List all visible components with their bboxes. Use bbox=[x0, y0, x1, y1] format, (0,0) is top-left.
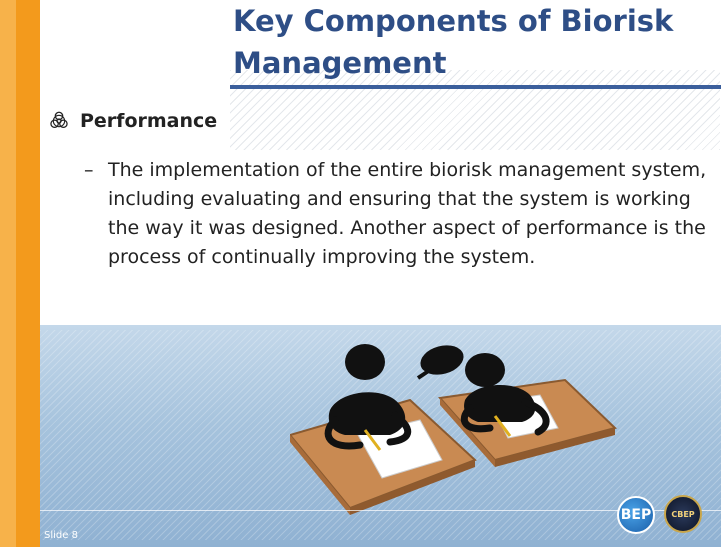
left-accent-highlight bbox=[0, 0, 16, 547]
sub-bullet-dash: – bbox=[84, 159, 94, 181]
bep-logo-text: BEP bbox=[620, 507, 652, 523]
bep-logo: BEP bbox=[617, 496, 655, 534]
slide-number: Slide 8 bbox=[44, 530, 78, 541]
biohazard-icon bbox=[50, 111, 68, 129]
slide-title: Key Components of Biorisk Management bbox=[233, 4, 674, 80]
people-writing-illustration bbox=[290, 344, 617, 515]
content-background bbox=[40, 0, 721, 325]
cbep-logo: CBEP bbox=[664, 495, 702, 533]
bullet-performance: Performance bbox=[48, 110, 217, 132]
sub-bullet-text: The implementation of the entire biorisk… bbox=[108, 159, 707, 268]
sub-bullet: – The implementation of the entire biori… bbox=[84, 156, 716, 272]
bullet-label: Performance bbox=[80, 110, 218, 132]
footer-rule bbox=[40, 510, 721, 511]
cbep-logo-text: CBEP bbox=[671, 509, 695, 519]
title-underline bbox=[230, 85, 721, 89]
title-hatch-decoration bbox=[230, 70, 720, 150]
